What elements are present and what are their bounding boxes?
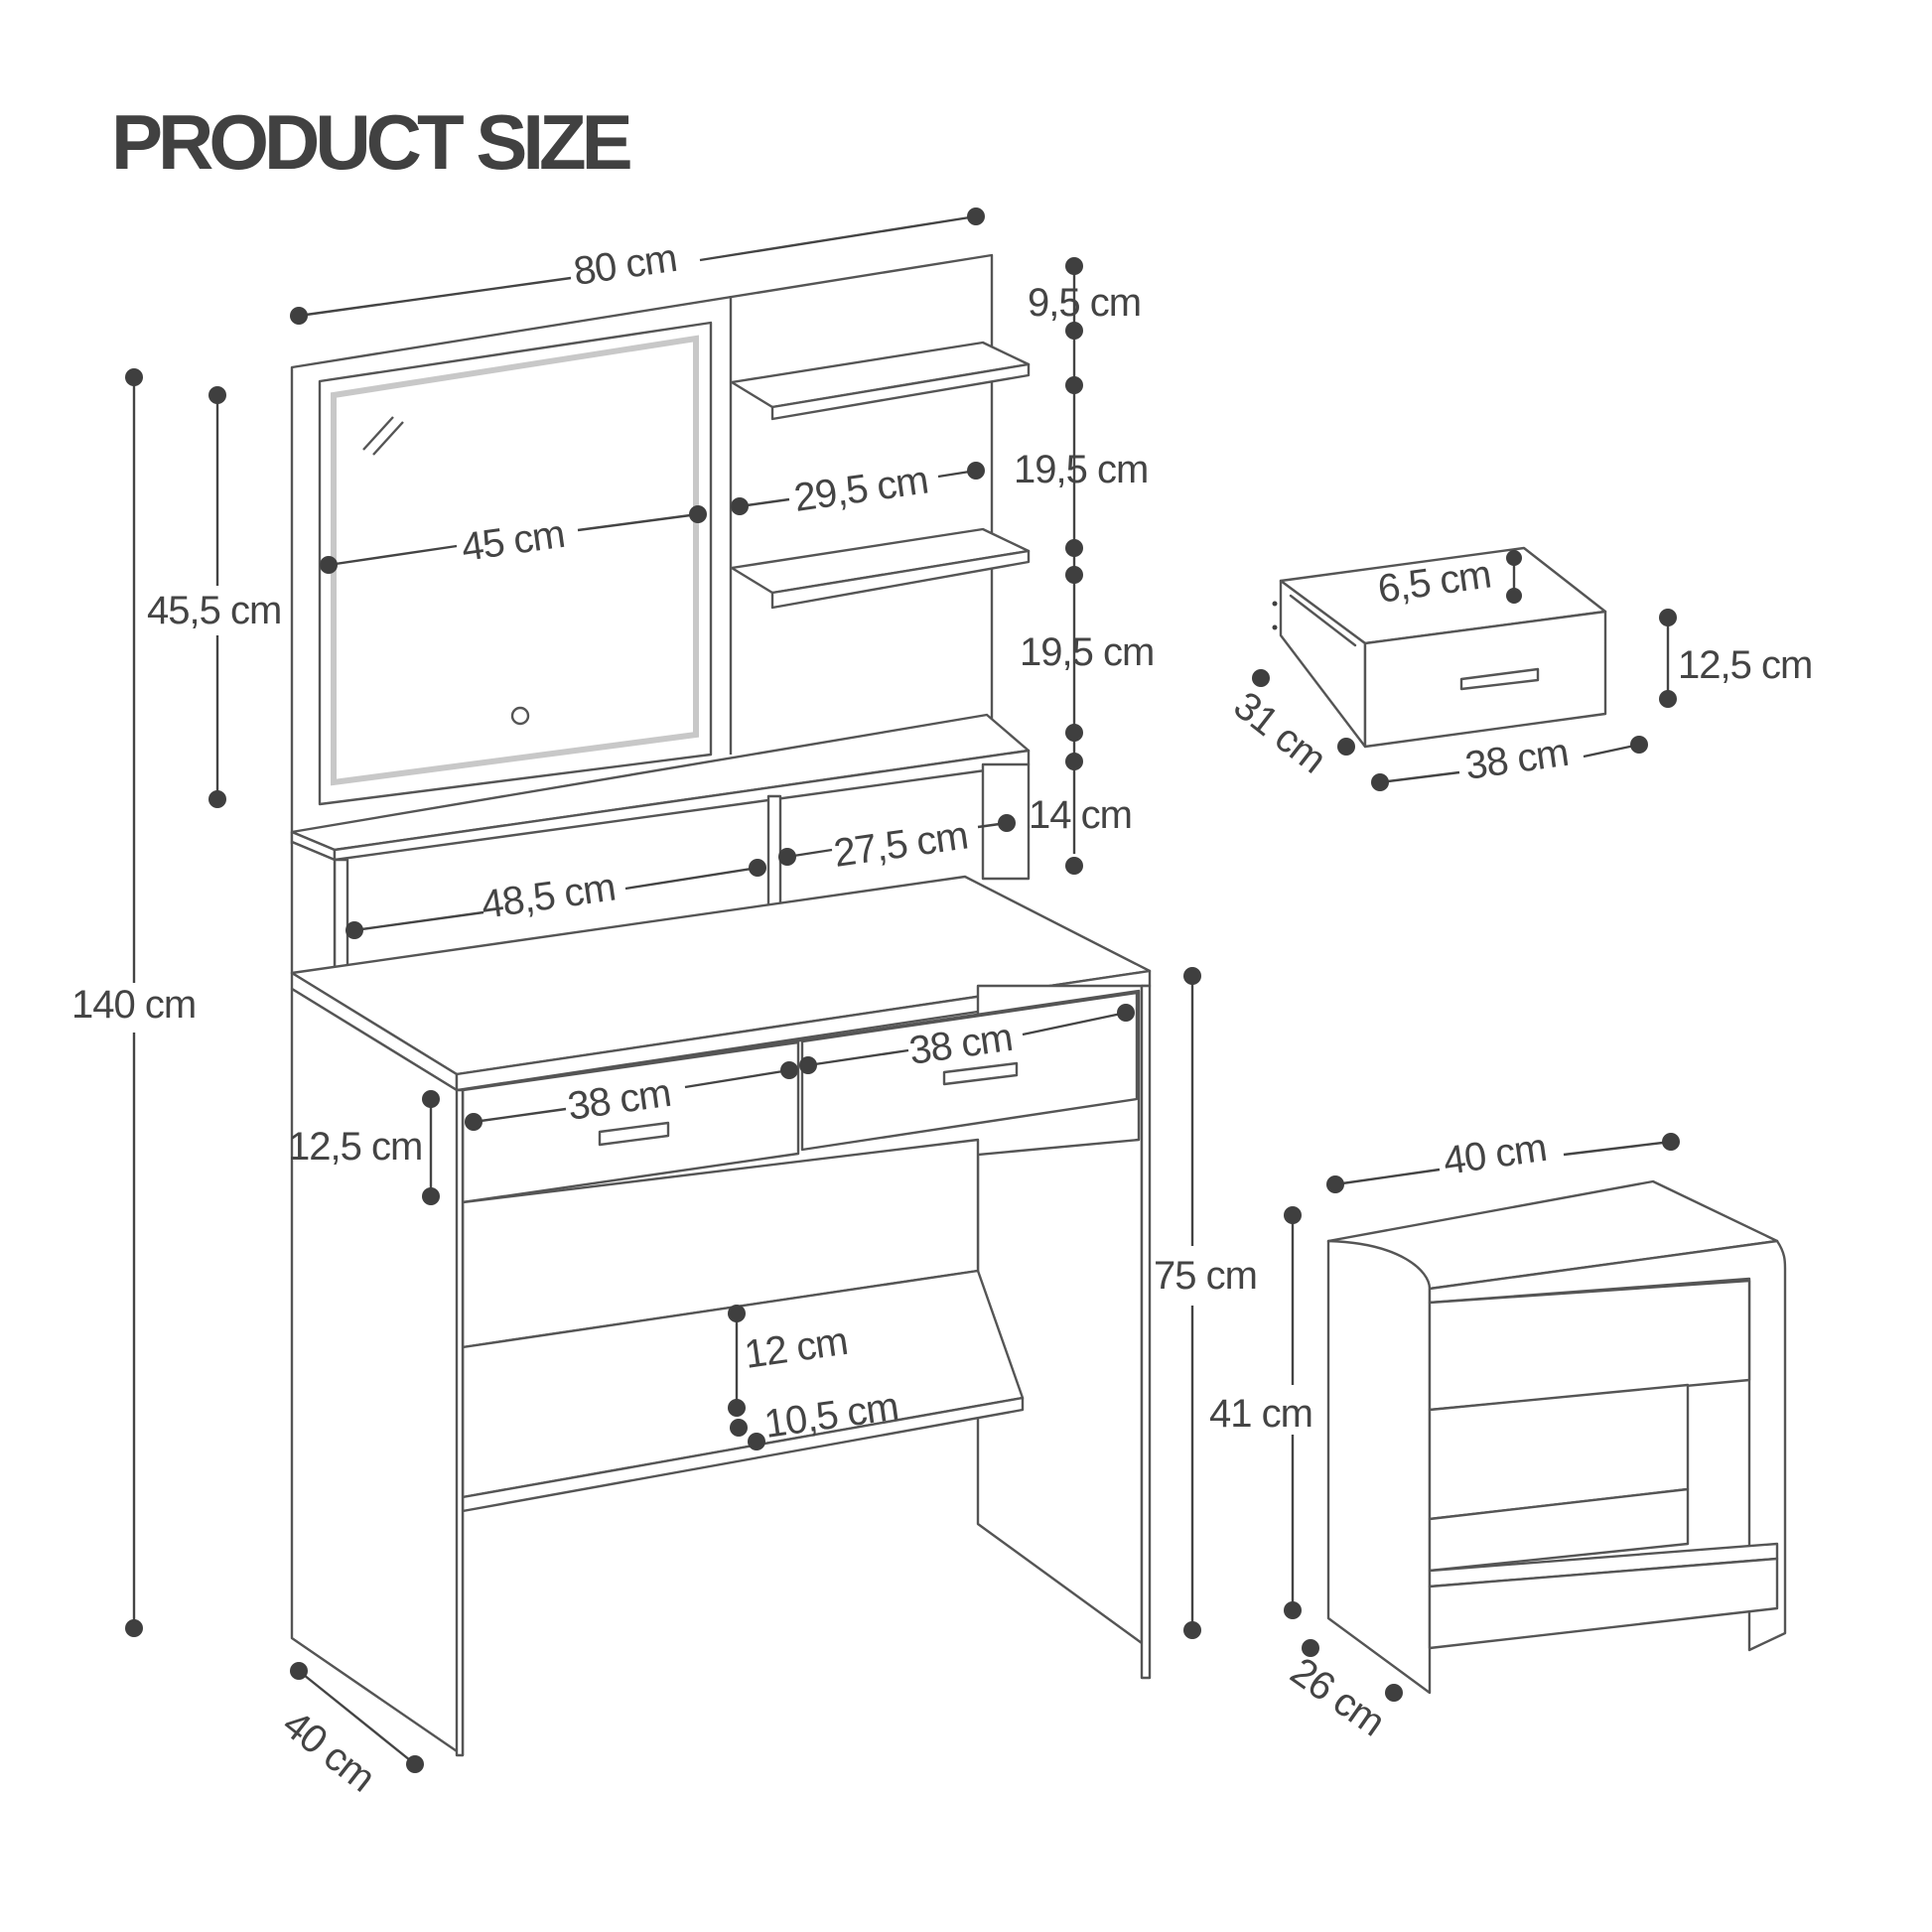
label-lower-shelf-gap: 14 cm — [1029, 793, 1132, 837]
label-stool-height: 41 cm — [1209, 1392, 1312, 1436]
stool — [1326, 1179, 1787, 1695]
label-drawer-front-height: 12,5 cm — [288, 1125, 422, 1169]
drawer-handle-right — [942, 1061, 1019, 1086]
label-table-depth: 40 cm — [274, 1702, 382, 1800]
label-stool-depth: 26 cm — [1283, 1649, 1392, 1744]
stool-side-panel — [1326, 1239, 1432, 1695]
label-table-width: 80 cm — [571, 236, 679, 294]
led-mirror — [318, 321, 713, 806]
label-stool-width: 40 cm — [1441, 1126, 1549, 1183]
label-total-height: 140 cm — [71, 983, 196, 1027]
label-mirror-height: 45,5 cm — [147, 589, 281, 632]
loose-drawer-handle — [1459, 667, 1540, 691]
label-drawer-height: 12,5 cm — [1678, 643, 1812, 687]
drawer-handle-left — [598, 1121, 670, 1147]
label-table-height: 75 cm — [1154, 1254, 1257, 1298]
dimension-lines — [125, 207, 1680, 1773]
dimension-labels: 80 cm 9,5 cm 19,5 cm 19,5 cm 14 cm 29,5 … — [71, 236, 1813, 1800]
dressing-table — [290, 253, 1152, 1757]
touch-switch-icon — [510, 706, 530, 726]
label-top-shelf-gap: 9,5 cm — [1028, 281, 1141, 325]
label-drawer-width: 38 cm — [1462, 731, 1571, 788]
label-drawer-depth: 31 cm — [1225, 683, 1333, 781]
label-open-shelf-width: 48,5 cm — [479, 866, 618, 927]
loose-drawer — [1272, 546, 1607, 749]
label-shelf-gap-1: 19,5 cm — [1014, 448, 1148, 491]
wall-shelves — [730, 341, 1031, 610]
page-title: PRODUCT SIZE — [111, 98, 633, 186]
label-compartment-width: 27,5 cm — [831, 814, 970, 876]
label-shelf-gap-2: 19,5 cm — [1020, 630, 1154, 674]
